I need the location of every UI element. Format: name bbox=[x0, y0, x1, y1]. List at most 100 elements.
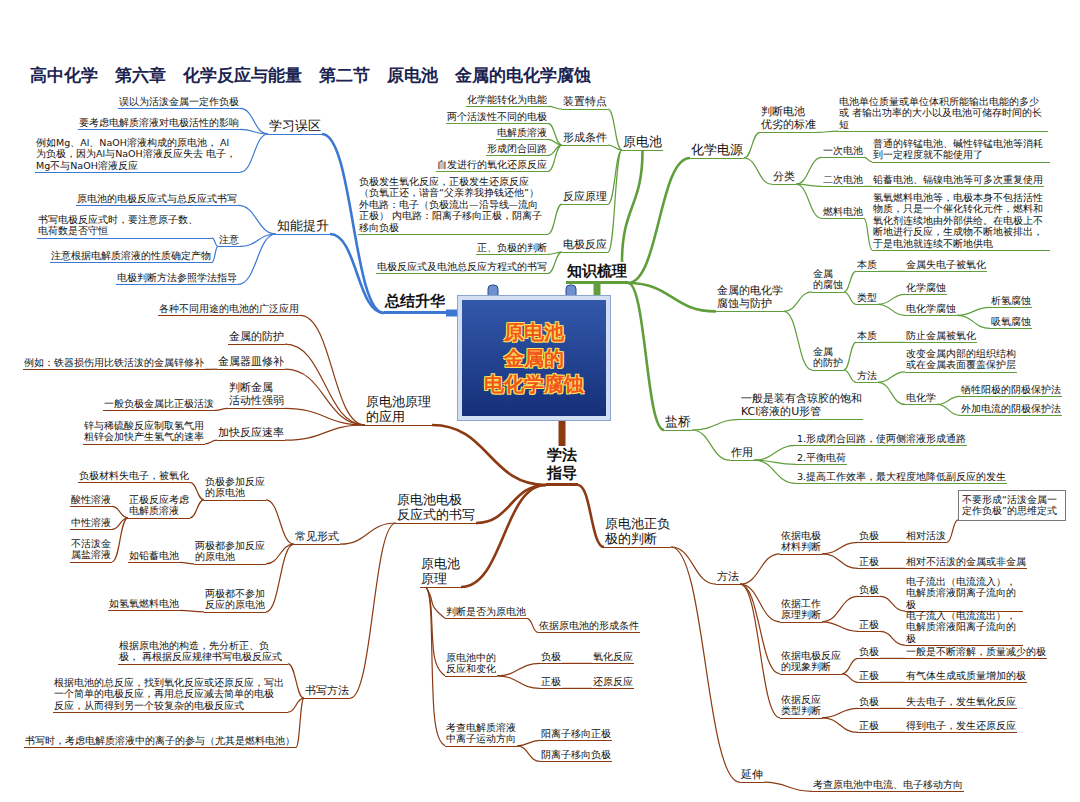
topic-node: 自发进行的氧化还原反应 bbox=[436, 159, 548, 172]
topic-node: 书写电极反应式时，要注意原子数、 电荷数是否守恒 bbox=[37, 214, 212, 239]
node-text: 自发进行的氧化还原反应 bbox=[437, 159, 547, 170]
node-text: 金属器皿修补 bbox=[218, 355, 284, 368]
node-text: 燃料电池 bbox=[823, 206, 863, 217]
branch-line bbox=[822, 718, 858, 733]
topic-node: 方法 bbox=[716, 570, 740, 585]
node-text: 不要形成“活泼金属一 定作负极”的思维定式 bbox=[962, 494, 1062, 517]
topic-node: 注意根据电解质溶液的性质确定产物 bbox=[50, 250, 212, 263]
node-text: 负极材料失电子，被氧化 bbox=[79, 470, 189, 481]
branch-line bbox=[822, 542, 858, 553]
node-text: 正极 bbox=[859, 670, 879, 681]
branch-line bbox=[864, 157, 872, 161]
node-text: 正极 bbox=[541, 676, 561, 687]
topic-node: 析氢腐蚀 bbox=[990, 295, 1032, 308]
branch-line bbox=[562, 663, 592, 664]
branch-line bbox=[205, 440, 217, 444]
topic-node: 一般负极金属比正极活泼 bbox=[103, 398, 215, 411]
branch-line bbox=[608, 145, 622, 150]
node-text: 原电池电极 反应式的书写 bbox=[397, 492, 475, 522]
branch-line bbox=[937, 396, 960, 404]
branch-line bbox=[548, 106, 562, 109]
topic-node: 判断电池 优劣的标准 bbox=[760, 105, 817, 133]
topic-node: 酸性溶液 bbox=[70, 494, 112, 507]
branch-line bbox=[300, 315, 365, 425]
topic-node: 常见形式 bbox=[294, 530, 340, 545]
branch-line bbox=[432, 425, 546, 485]
topic-node: 电化学 bbox=[905, 392, 937, 405]
topic-node: 原电池原理 的应用 bbox=[365, 394, 432, 426]
node-text: 3.提高工作效率，最大程度地降低副反应的发生 bbox=[797, 471, 1006, 482]
node-text: 牺牲阳极的阴极保护法 bbox=[961, 384, 1061, 395]
topic-node: 形成条件 bbox=[562, 131, 608, 146]
topic-node: 加快反应速率 bbox=[217, 426, 285, 441]
node-text: 考查电解质溶液 中离子运动方向 bbox=[446, 722, 516, 745]
topic-node: 各种不同用途的电池的广泛应用 bbox=[158, 303, 300, 316]
topic-node: 相对活泼 bbox=[905, 530, 947, 543]
central-topic: 原电池 金属的 电化学腐蚀 bbox=[458, 296, 610, 420]
topic-node: 金属器皿修补 bbox=[217, 355, 285, 370]
topic-node: 反应原理 bbox=[562, 190, 608, 205]
node-text: 书写电极反应式时，要注意原子数、 电荷数是否守恒 bbox=[38, 214, 211, 237]
node-text: 误以为活泼金属一定作负极 bbox=[119, 96, 239, 107]
topic-node: 中性溶液 bbox=[70, 517, 112, 530]
branch-line bbox=[796, 157, 822, 184]
branch-line bbox=[671, 547, 740, 782]
topic-node: 原电池正负 极的判断 bbox=[604, 516, 671, 548]
topic-node: 原电池的电极反应式与总反应式书写 bbox=[76, 193, 238, 206]
branch-line bbox=[844, 370, 856, 383]
topic-node: 电解质溶液 bbox=[496, 127, 548, 140]
node-text: 电化学腐蚀 bbox=[906, 303, 956, 314]
branch-line bbox=[548, 204, 562, 234]
topic-node: 正极 bbox=[858, 670, 880, 683]
topic-node: 依据反应 类型判断 bbox=[780, 694, 822, 719]
topic-node: 改变金属内部的组织结构 或在金属表面覆盖保护层 bbox=[905, 348, 1017, 373]
branch-line bbox=[740, 554, 780, 584]
branch-line bbox=[784, 311, 812, 369]
topic-node: 延伸 bbox=[740, 768, 764, 783]
branch-line bbox=[754, 445, 796, 460]
topic-node: 方法 bbox=[856, 370, 878, 383]
node-text: 电化学 bbox=[906, 392, 936, 403]
node-text: 普通的锌锰电池、碱性锌锰电池等消耗 到一定程度就不能使用了 bbox=[873, 138, 1049, 161]
node-text: 类型 bbox=[857, 292, 877, 303]
node-text: 外加电流的阴极保护法 bbox=[961, 403, 1061, 414]
branch-line bbox=[562, 688, 592, 689]
branch-line bbox=[559, 420, 566, 446]
branch-line bbox=[266, 544, 294, 612]
branch-line bbox=[180, 562, 194, 563]
branch-line bbox=[548, 145, 562, 171]
topic-node: 盐桥 bbox=[664, 414, 692, 431]
topic-node: 相对不活泼的金属或非金属 bbox=[905, 556, 1027, 569]
topic-node: 装置特点 bbox=[562, 95, 608, 110]
branch-line bbox=[878, 382, 905, 404]
branch-line bbox=[622, 151, 643, 262]
branch-line bbox=[288, 664, 304, 698]
node-text: 本质 bbox=[857, 330, 877, 341]
note-callout: 不要形成“活泼金属一 定作负极”的思维定式 bbox=[958, 490, 1066, 521]
topic-node: 原电池 原理 bbox=[420, 556, 461, 588]
node-text: 如铅蓄电池 bbox=[129, 550, 179, 561]
topic-node: 吸氧腐蚀 bbox=[990, 316, 1032, 329]
node-text: 氢氧燃料电池等，电极本身不包括活性 物质，只是一个催化转化元件，燃料和 氧化剂连… bbox=[873, 192, 1049, 249]
topic-node: 形成闭合回路 bbox=[486, 143, 548, 156]
topic-node: 分类 bbox=[772, 170, 796, 185]
node-text: 改变金属内部的组织结构 或在金属表面覆盖保护层 bbox=[906, 348, 1016, 371]
branch-line bbox=[744, 158, 772, 184]
topic-node: 正极 bbox=[540, 676, 562, 689]
node-text: 书写时，考虑电解质溶液中的离子的参与（尤其是燃料电池） bbox=[25, 735, 295, 746]
branch-line bbox=[880, 658, 905, 659]
branch-line bbox=[190, 482, 204, 499]
branch-line bbox=[285, 369, 365, 425]
node-text: 中性溶液 bbox=[71, 517, 111, 528]
node-text: 常见形式 bbox=[295, 530, 339, 543]
branch-line bbox=[844, 292, 856, 305]
branch-line bbox=[878, 294, 905, 304]
node-text: 失去电子，发生氧化反应 bbox=[906, 696, 1016, 707]
topic-node: 电化学腐蚀 bbox=[905, 303, 957, 316]
topic-node: 1.形成闭合回路，使两侧溶液形成通路 bbox=[796, 433, 967, 446]
node-text: 两极都不参加 反应的原电池 bbox=[205, 588, 265, 611]
node-text: 正极反应考虑 电解质溶液 bbox=[129, 494, 189, 517]
branch-line bbox=[822, 708, 858, 717]
topic-node: 锌与稀硫酸反应制取氢气用 粗锌会加快产生氢气的速率 bbox=[83, 420, 205, 445]
node-text: 如氢氧燃料电池 bbox=[109, 598, 179, 609]
